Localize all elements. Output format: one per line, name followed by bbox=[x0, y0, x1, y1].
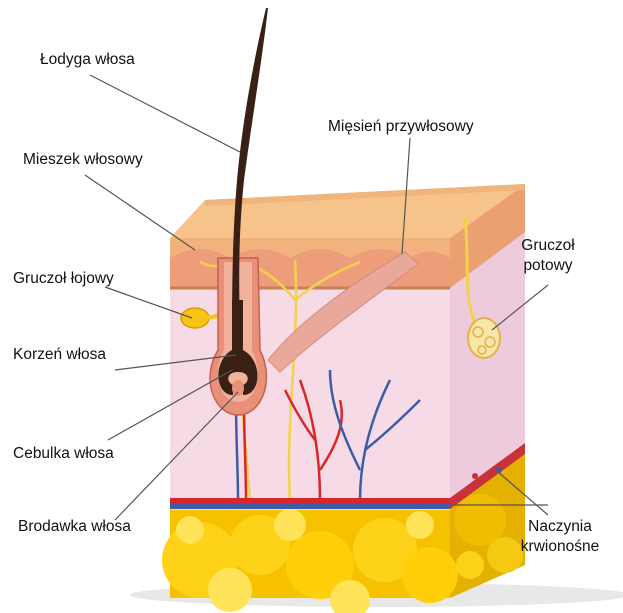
label-sebaceous-gland: Gruczoł łojowy bbox=[13, 269, 114, 289]
papilla-shape bbox=[232, 380, 244, 396]
label-sweat-gland-line1: Gruczoł bbox=[512, 236, 584, 256]
label-arrector-muscle: Mięsień przywłosowy bbox=[328, 117, 474, 137]
label-follicle: Mieszek włosowy bbox=[23, 150, 143, 170]
label-sweat-gland: Gruczoł potowy bbox=[512, 236, 584, 276]
vein-horizontal bbox=[170, 504, 450, 509]
artery-horizontal bbox=[170, 498, 450, 504]
label-papilla: Brodawka włosa bbox=[18, 517, 131, 537]
label-hair-bulb: Cebulka włosa bbox=[13, 444, 114, 464]
label-hair-root: Korzeń włosa bbox=[13, 345, 106, 365]
label-vessels-line2: krwionośne bbox=[510, 537, 610, 557]
label-vessels: Naczynia krwionośne bbox=[510, 517, 610, 557]
vessel-dot-red bbox=[472, 473, 478, 479]
label-hair-shaft: Łodyga włosa bbox=[40, 50, 135, 70]
label-vessels-line1: Naczynia bbox=[510, 517, 610, 537]
label-sweat-gland-line2: potowy bbox=[512, 256, 584, 276]
